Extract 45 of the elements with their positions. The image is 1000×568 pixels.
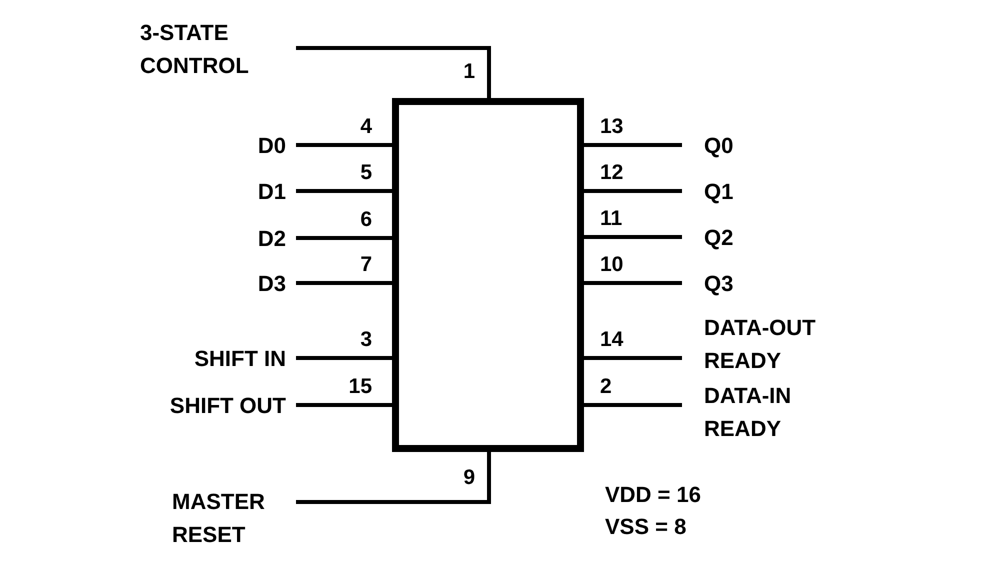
ic-package-outline: [392, 98, 584, 452]
pin-number: 12: [600, 161, 624, 185]
pin-number: 15: [348, 375, 372, 399]
pin-number: 1: [463, 60, 475, 84]
signal-label: Q0: [682, 129, 882, 162]
signal-label: D3: [120, 267, 296, 300]
pin-line: [296, 356, 392, 360]
pin-number: 11: [600, 207, 622, 231]
pin-number: 6: [360, 208, 372, 232]
pin-line: [584, 143, 682, 147]
signal-label: 3-STATE CONTROL: [140, 16, 296, 82]
pin-number: 13: [600, 115, 624, 139]
signal-label: SHIFT OUT: [100, 389, 296, 422]
pin-number: 7: [360, 253, 372, 277]
pin-line: [296, 46, 491, 98]
pin-line: [296, 452, 491, 504]
signal-label: MASTER RESET: [172, 485, 296, 551]
pin-line: [296, 403, 392, 407]
pin-number: 5: [360, 161, 372, 185]
supply-pin-note: VDD = 16: [605, 481, 701, 509]
signal-label: D0: [120, 129, 296, 162]
signal-label: Q1: [682, 175, 882, 208]
signal-label: D2: [120, 222, 296, 255]
signal-label: D1: [120, 175, 296, 208]
pin-number: 2: [600, 375, 612, 399]
pin-number: 4: [360, 115, 372, 139]
pin-line: [296, 281, 392, 285]
pin-line: [296, 189, 392, 193]
pin-line: [584, 356, 682, 360]
pin-line: [584, 235, 682, 239]
signal-label: DATA-IN READY: [682, 379, 832, 445]
pin-line: [584, 281, 682, 285]
signal-label: Q3: [682, 267, 882, 300]
pin-number: 14: [600, 328, 624, 352]
pin-line: [584, 189, 682, 193]
pin-number: 10: [600, 253, 624, 277]
supply-pin-note: VSS = 8: [605, 513, 686, 541]
pin-line: [296, 236, 392, 240]
signal-label: Q2: [682, 221, 882, 254]
pin-line: [584, 403, 682, 407]
pin-line: [296, 143, 392, 147]
signal-label: SHIFT IN: [100, 342, 296, 375]
signal-label: DATA-OUT READY: [682, 311, 832, 377]
pin-number: 3: [360, 328, 372, 352]
pin-number: 9: [463, 466, 475, 490]
